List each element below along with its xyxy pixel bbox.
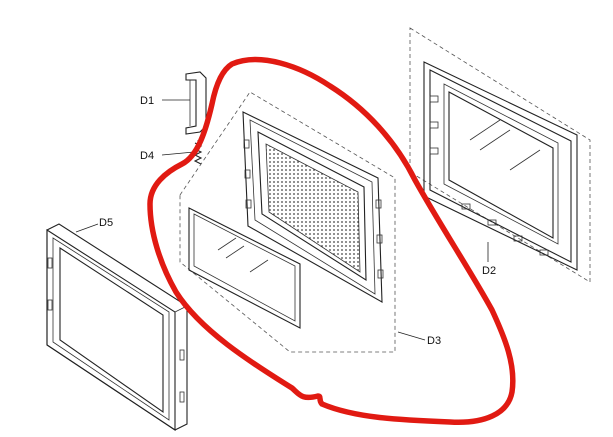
- label-d2: D2: [482, 265, 496, 277]
- part-labels: D1 D4 D5 D2 D3: [99, 95, 496, 347]
- part-d3-door-assembly: [179, 91, 396, 353]
- label-d1: D1: [140, 95, 154, 107]
- part-d2-door-frame: [409, 27, 591, 283]
- label-d3: D3: [427, 335, 441, 347]
- label-d5: D5: [99, 217, 113, 229]
- leader-lines: [75, 99, 489, 341]
- label-d4: D4: [140, 150, 154, 162]
- part-d1-hinge: [185, 71, 207, 135]
- part-d5-outer-panel: [46, 223, 188, 432]
- highlight-outline: [147, 56, 516, 425]
